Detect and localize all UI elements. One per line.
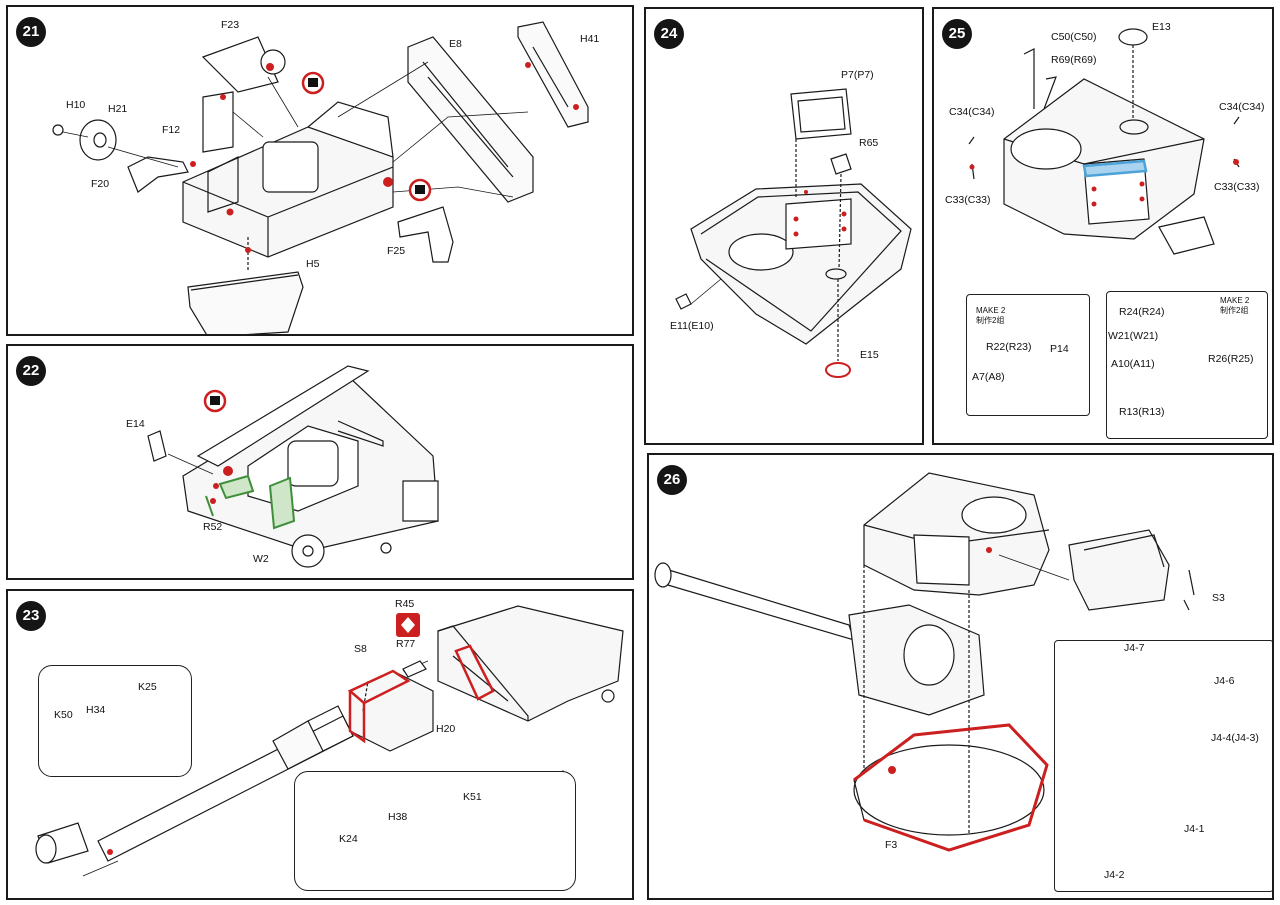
part-label-r69: R69(R69) — [1051, 54, 1097, 66]
inset-breech-parts — [294, 771, 576, 891]
step-22-panel: 22 E14 R52 W2 — [6, 344, 634, 580]
part-label-j4-6: J4-6 — [1214, 675, 1235, 687]
part-label-k50: K50 — [54, 709, 73, 721]
part-label-j4-7: J4-7 — [1124, 642, 1145, 654]
part-label-r77: R77 — [396, 638, 416, 650]
part-label-r52: R52 — [203, 521, 223, 533]
part-label-j4-4: J4-4(J4-3) — [1211, 732, 1259, 744]
part-label-h21: H21 — [108, 103, 128, 115]
part-label-c50: C50(C50) — [1051, 31, 1097, 43]
part-label-h20: H20 — [436, 723, 456, 735]
step-21-drawing — [52, 21, 589, 334]
part-label-f3: F3 — [885, 839, 898, 851]
part-label-e11: E11(E10) — [670, 320, 714, 332]
part-label-f20: F20 — [91, 178, 110, 190]
part-label-w21: W21(W21) — [1108, 330, 1159, 342]
part-label-r24: R24(R24) — [1119, 306, 1165, 318]
part-label-f12: F12 — [162, 124, 181, 136]
step-number-badge: 24 — [654, 19, 684, 49]
part-label-r13: R13(R13) — [1119, 406, 1165, 418]
part-label-p7: P7(P7) — [841, 69, 874, 81]
part-label-r22: R22(R23) — [986, 341, 1032, 353]
part-label-h41: H41 — [580, 33, 600, 45]
step-22-drawing — [147, 365, 439, 568]
part-label-s8: S8 — [354, 643, 367, 655]
part-label-e13: E13 — [1152, 21, 1171, 33]
part-label-a7: A7(A8) — [972, 371, 1005, 383]
step-25-panel: 25 C50(C50) E13 R69(R69) C34(C34) C34(C3… — [932, 7, 1274, 445]
inset-make-2-left — [966, 294, 1090, 416]
part-label-j4-1: J4-1 — [1184, 823, 1205, 835]
inset-stowage-bin — [1054, 640, 1272, 892]
part-label-f23: F23 — [221, 19, 240, 31]
part-label-r26: R26(R25) — [1208, 353, 1254, 365]
part-label-j4-2: J4-2 — [1104, 869, 1125, 881]
step-24-drawing — [675, 88, 912, 378]
part-label-r65: R65 — [859, 137, 879, 149]
part-label-h5: H5 — [306, 258, 320, 270]
part-label-k51: K51 — [463, 791, 482, 803]
part-label-s3: S3 — [1212, 592, 1225, 604]
part-label-h34: H34 — [86, 704, 106, 716]
part-label-c34-right: C34(C34) — [1219, 101, 1265, 113]
part-label-h10: H10 — [66, 99, 86, 111]
step-number-badge: 21 — [16, 17, 46, 47]
step-26-panel: 26 S3 F3 J4-7 J4-6 J4-4(J4-3) J4-1 J4-2 — [647, 453, 1274, 900]
step-24-panel: 24 P7(P7) R65 E11(E10) E15 — [644, 7, 924, 445]
part-label-f25: F25 — [387, 245, 406, 257]
step-23-panel: 23 R45 R77 S8 H20 K50 H34 K25 K24 H38 K5… — [6, 589, 634, 900]
part-label-c33-left: C33(C33) — [945, 194, 991, 206]
inset-make-2-right — [1106, 291, 1268, 439]
part-label-a10: A10(A11) — [1111, 358, 1155, 370]
part-label-k25: K25 — [138, 681, 157, 693]
part-label-c33-right: C33(C33) — [1214, 181, 1260, 193]
part-label-e8: E8 — [449, 38, 462, 50]
part-label-w2: W2 — [253, 553, 269, 565]
part-label-k24: K24 — [339, 833, 358, 845]
inset-muzzle-brake — [38, 665, 192, 777]
make-2-note-cn: 制作2组 — [976, 316, 1005, 325]
make-2-note-en: MAKE 2 — [976, 306, 1006, 315]
part-label-r45: R45 — [395, 598, 415, 610]
step-number-badge: 22 — [16, 356, 46, 386]
part-label-e14: E14 — [126, 418, 145, 430]
step-number-badge: 26 — [657, 465, 687, 495]
step-21-panel: 21 F23 E8 H41 H10 H21 F12 F20 F25 H5 — [6, 5, 634, 336]
part-label-c34-left: C34(C34) — [949, 106, 995, 118]
part-label-h38: H38 — [388, 811, 408, 823]
step-number-badge: 25 — [942, 19, 972, 49]
make-2-note-cn: 制作2组 — [1220, 306, 1249, 315]
part-label-p14: P14 — [1050, 343, 1069, 355]
part-label-e15: E15 — [860, 349, 879, 361]
make-2-note-en: MAKE 2 — [1220, 296, 1250, 305]
step-number-badge: 23 — [16, 601, 46, 631]
